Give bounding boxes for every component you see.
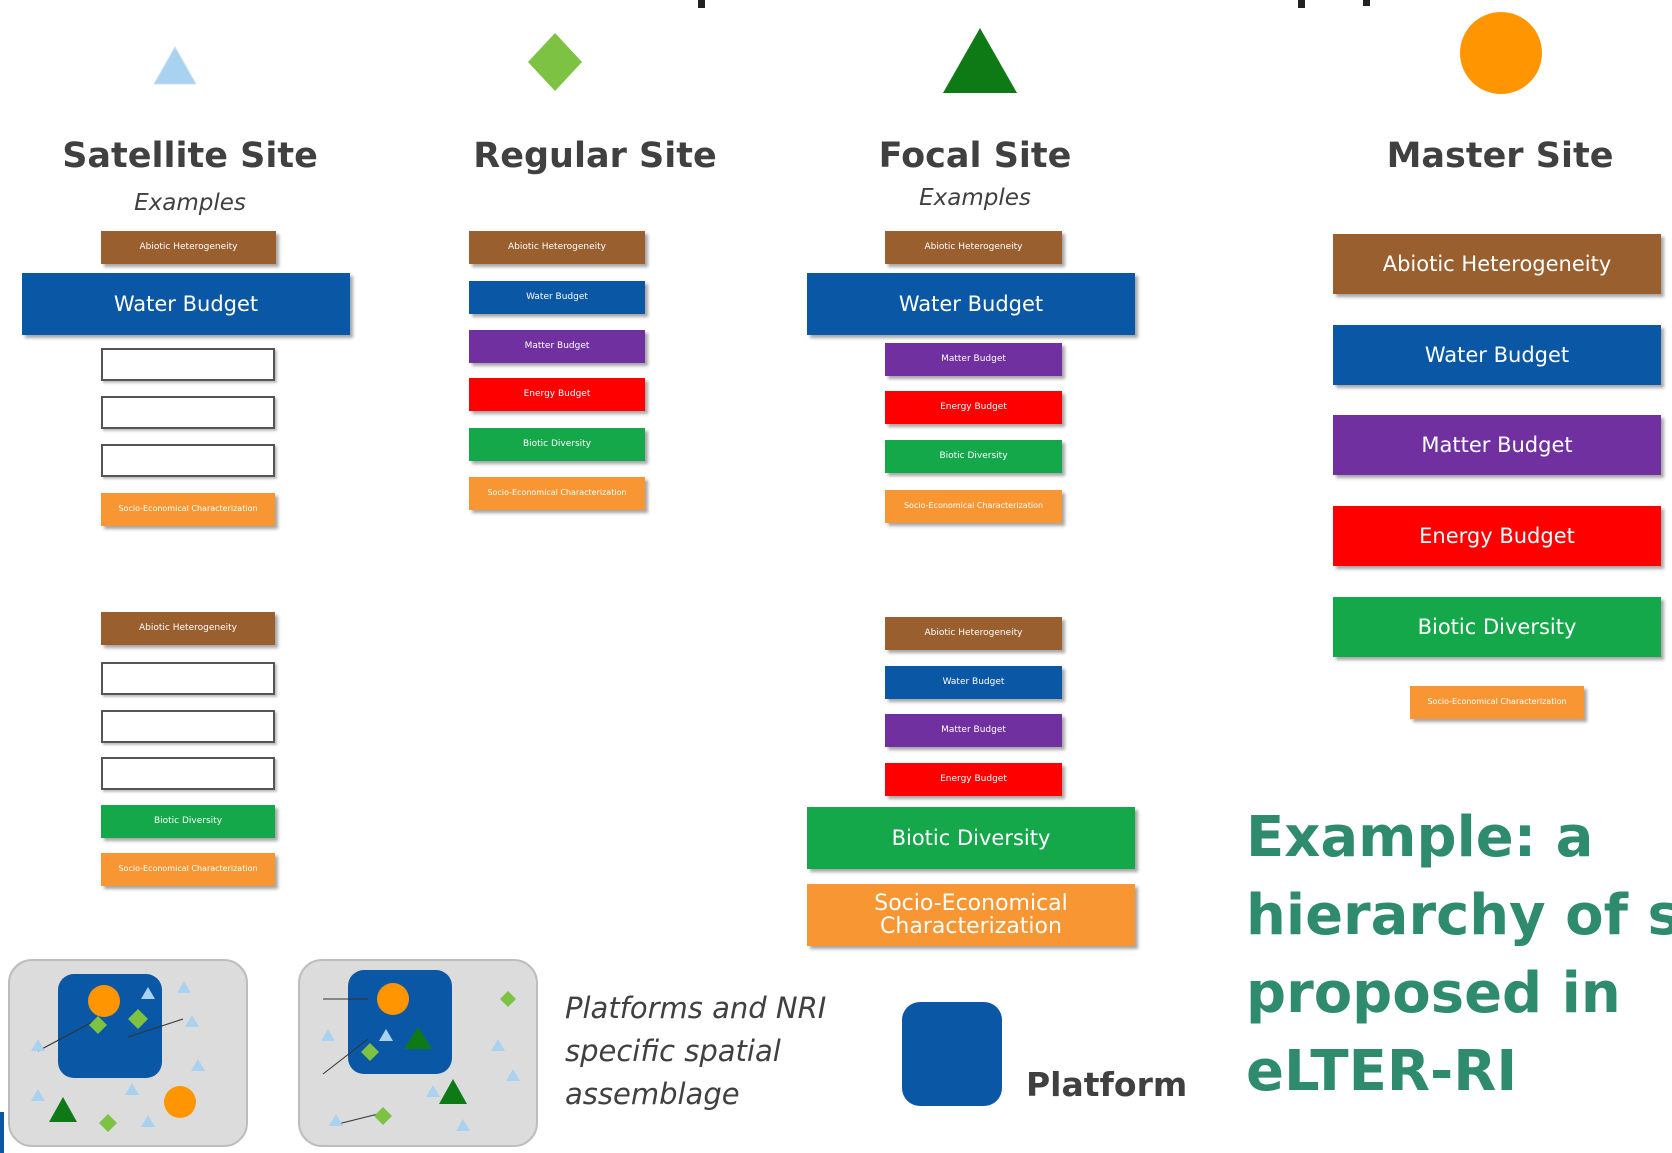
energy-budget-box: Energy Budget: [885, 391, 1062, 424]
satellite-site-title: Satellite Site: [62, 136, 318, 176]
orange-circle-icon: [1460, 12, 1542, 94]
socio-economical-box: Socio-Economical Characterization: [101, 853, 275, 886]
focal-examples-label: Examples: [919, 185, 1031, 211]
legend-caption-line: assemblage: [565, 1077, 740, 1111]
dark-green-triangle-icon: [943, 28, 1017, 93]
abiotic-heterogeneity-box: Abiotic Heterogeneity: [101, 612, 275, 645]
abiotic-heterogeneity-box: Abiotic Heterogeneity: [1333, 234, 1661, 294]
example-title-line: eLTER-RI: [1246, 1039, 1518, 1104]
focal-site-title: Focal Site: [878, 136, 1072, 176]
water-budget-box: Water Budget: [807, 273, 1135, 335]
light-blue-triangle-icon: [153, 45, 197, 85]
energy-budget-box: Energy Budget: [885, 763, 1062, 796]
biotic-diversity-box: Biotic Diversity: [885, 440, 1062, 473]
example-title: Example: a hierarchy of si proposed in e…: [1246, 799, 1672, 1111]
legend-caption-line: specific spatial: [565, 1034, 781, 1068]
master-site-title: Master Site: [1386, 136, 1614, 176]
platform-legend-square: [902, 1002, 1002, 1106]
empty-slot-box: [101, 757, 275, 790]
biotic-diversity-box: Biotic Diversity: [469, 428, 645, 461]
abiotic-heterogeneity-box: Abiotic Heterogeneity: [885, 617, 1062, 650]
platform-assemblage-symbols: [31, 981, 205, 1132]
abiotic-heterogeneity-box: Abiotic Heterogeneity: [885, 231, 1062, 264]
regular-site-title: Regular Site: [473, 136, 717, 176]
biotic-diversity-box: Biotic Diversity: [1333, 597, 1661, 657]
platform-assemblage-symbols: [321, 983, 520, 1131]
top-fragment-mark: [1363, 0, 1370, 6]
matter-budget-box: Matter Budget: [1333, 415, 1661, 475]
water-budget-box: Water Budget: [22, 273, 350, 335]
empty-slot-box: [101, 444, 275, 477]
socio-economical-box: Socio-Economical Characterization: [807, 884, 1135, 946]
socio-economical-box: Socio-Economical Characterization: [885, 490, 1062, 523]
matter-budget-box: Matter Budget: [885, 343, 1062, 376]
biotic-diversity-box: Biotic Diversity: [101, 805, 275, 838]
matter-budget-box: Matter Budget: [469, 330, 645, 363]
energy-budget-box: Energy Budget: [469, 378, 645, 411]
example-title-line: proposed in: [1246, 961, 1621, 1026]
energy-budget-box: Energy Budget: [1333, 506, 1661, 566]
socio-economical-box: Socio-Economical Characterization: [101, 493, 275, 526]
abiotic-heterogeneity-box: Abiotic Heterogeneity: [101, 231, 276, 264]
example-title-line: hierarchy of si: [1246, 883, 1672, 948]
water-budget-box: Water Budget: [885, 666, 1062, 699]
socio-economical-box: Socio-Economical Characterization: [1410, 686, 1584, 719]
empty-slot-box: [101, 396, 275, 429]
abiotic-heterogeneity-box: Abiotic Heterogeneity: [469, 231, 645, 264]
matter-budget-box: Matter Budget: [885, 714, 1062, 747]
example-title-line: Example: a: [1246, 805, 1594, 870]
top-fragment-mark: [698, 0, 705, 8]
platform-legend-label: Platform: [1026, 1065, 1188, 1104]
satellite-examples-label: Examples: [134, 190, 246, 216]
legend-caption: Platforms and NRI specific spatial assem…: [565, 987, 865, 1116]
top-fragment-mark: [1298, 0, 1305, 8]
socio-economical-box: Socio-Economical Characterization: [469, 477, 645, 510]
water-budget-box: Water Budget: [469, 281, 645, 314]
green-diamond-icon: [528, 33, 582, 91]
water-budget-box: Water Budget: [1333, 325, 1661, 385]
empty-slot-box: [101, 662, 275, 695]
empty-slot-box: [101, 710, 275, 743]
biotic-diversity-box: Biotic Diversity: [807, 807, 1135, 869]
left-edge-fragment: [0, 1112, 4, 1153]
legend-caption-line: Platforms and NRI: [565, 991, 827, 1025]
empty-slot-box: [101, 348, 275, 381]
